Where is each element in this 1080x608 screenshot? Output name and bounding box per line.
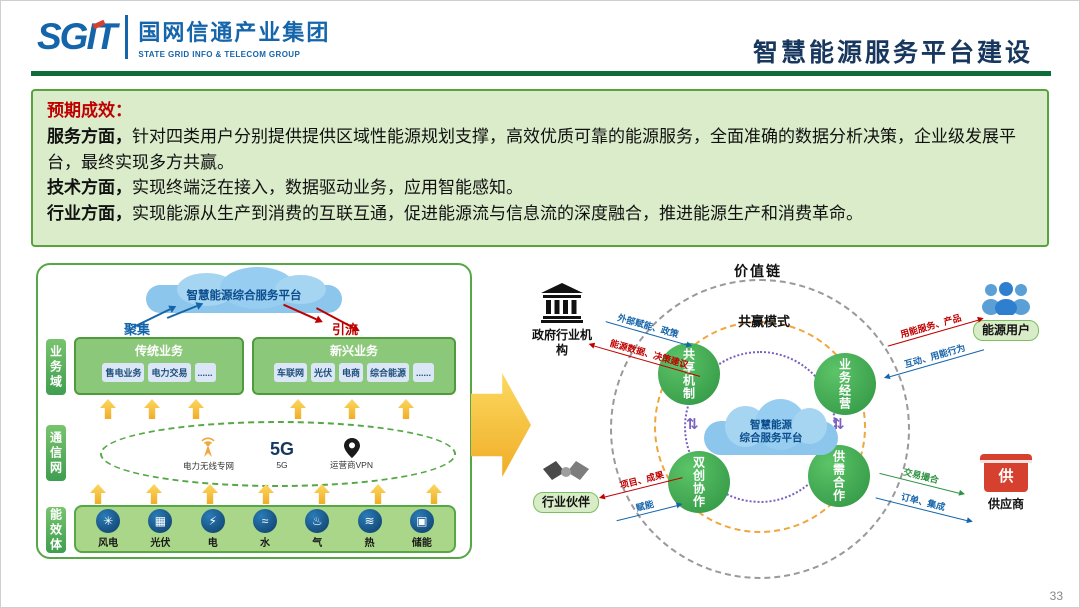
layer-tab-energy: 能效体 [46,507,66,553]
heat-icon: ≋ [357,509,382,533]
entity-supplier: 供 供应商 [958,453,1054,512]
page-number: 33 [1049,589,1063,603]
business-chip: 光伏 [310,363,335,382]
energy-item: ▦ 光伏 [148,509,173,549]
up-arrow-icon [290,399,306,419]
summary-heading: 预期成效： [47,101,132,120]
business-chip: ...... [194,363,216,382]
water-icon: ≈ [252,509,277,533]
solar-pv-icon: ▦ [148,509,173,533]
node-supply-demand-cooperation: 供需合作 [808,445,870,507]
emerging-business-title: 新兴业务 [329,344,378,358]
orange-flow-ring [654,321,866,533]
node-business-operation: 业务经营 [814,353,876,415]
entity-industry-partner: 行业伙伴 [518,457,614,513]
up-arrow-icon [146,484,162,504]
entity-energy-user: 能源用户 [958,281,1054,341]
up-arrow-icon [144,399,160,419]
location-pin-icon [343,437,360,458]
sgit-logo-icon: SGIT [37,16,117,57]
business-chip: 电商 [338,363,363,382]
business-chip: 电力交易 [148,363,191,382]
layer-tab-business: 业务域 [46,339,66,395]
business-chip: 车联网 [273,363,307,382]
electricity-icon: ⚡ [200,509,225,533]
summary-box: 预期成效： 服务方面，针对四类用户分别提供提供区域性能源规划支撑，高效优质可靠的… [31,89,1049,247]
center-cloud-label: 智慧能源 综合服务平台 [739,419,803,444]
users-icon [982,282,1030,315]
up-arrow-icon [202,484,218,504]
energy-item: ♨ 气 [305,509,330,549]
up-arrow-icon [314,484,330,504]
store-badge: 供 [998,467,1014,485]
store-icon: 供 [980,454,1032,492]
node-innovation-collaboration: 双创协作 [668,451,730,513]
up-arrow-icon [426,484,442,504]
up-arrow-icon [100,399,116,419]
center-platform-cloud: 智慧能源 综合服务平台 [704,399,838,457]
business-chip: 综合能源 [367,363,410,382]
win-win-label: 共赢模式 [738,314,791,329]
storage-icon: ▣ [409,509,434,533]
up-arrow-icon [188,399,204,419]
header-logo: SGIT 国网信通产业集团 STATE GRID INFO & TELECOM … [37,15,330,59]
energy-item: ≈ 水 [252,509,277,549]
layer-tab-network: 通信网 [46,425,66,481]
comm-item-5g: 5G 5G [270,439,294,470]
government-building-icon [541,283,583,323]
platform-cloud: 智慧能源综合服务平台 [146,267,342,315]
company-name-en: STATE GRID INFO & TELECOM GROUP [138,50,301,59]
wind-power-icon: ✳ [96,509,121,533]
comm-item-label: 运营商VPN [330,459,373,470]
business-chip: 售电业务 [102,363,145,382]
traditional-business-title: 传统业务 [134,344,183,358]
entity-label: 供应商 [987,497,1024,511]
up-arrow-icon [398,399,414,419]
entity-label: 能源用户 [972,320,1039,341]
page-title: 智慧能源服务平台建设 [752,39,1033,67]
business-chip: ...... [413,363,435,382]
entity-label: 行业伙伴 [532,492,599,513]
value-chain-diagram: 价值链 共赢模式 共享机制 业务经营 双创协作 供需合作 ⇅ ⇅ 智慧能源 综合… [506,259,1071,589]
double-arrow-icon: ⇅ [686,416,699,433]
comm-item-vpn: 运营商VPN [330,437,373,471]
up-arrow-icon [370,484,386,504]
company-name-cn: 国网信通产业集团 [138,20,331,45]
header-divider [31,71,1051,76]
emerging-business-box: 新兴业务 车联网 光伏 电商 综合能源 ...... [252,337,456,395]
outer-dashed-circle [610,279,910,579]
energy-item: ⚡ 电 [200,509,225,549]
energy-sources-box: ✳ 风电 ▦ 光伏 ⚡ 电 ≈ 水 ♨ 气 ≋ 热 [74,505,456,553]
emerging-business-items: 车联网 光伏 电商 综合能源 ...... [258,363,450,382]
summary-line: 服务方面，针对四类用户分别提供提供区域性能源规划支撑，高效优质可靠的能源服务，全… [47,126,1016,172]
comm-item-wireless: 电力无线专网 [182,436,234,472]
up-arrow-icon [90,484,106,504]
gas-icon: ♨ [305,509,330,533]
energy-item: ≋ 热 [357,509,382,549]
antenna-icon [201,436,216,457]
platform-architecture-diagram: 智慧能源综合服务平台 聚集 引流 业务域 通信网 能效体 传统业务 售电业务 电… [36,263,472,559]
energy-item: ▣ 储能 [409,509,434,549]
summary-line: 行业方面，实现能源从生产到消费的互联互通，促进能源流与信息流的深度融合，推进能源… [47,204,863,224]
platform-cloud-label: 智慧能源综合服务平台 [186,290,302,302]
entity-government: 政府行业机构 [514,283,610,358]
comm-item-label: 电力无线专网 [182,460,234,471]
energy-item: ✳ 风电 [96,509,121,549]
comm-item-label: 5G [276,459,288,470]
gather-label: 聚集 [124,322,151,337]
entity-label: 政府行业机构 [531,328,592,357]
up-arrow-icon [258,484,274,504]
summary-line: 技术方面，实现终端泛在接入，数据驱动业务，应用智能感知。 [47,178,523,198]
logo-divider [125,15,129,59]
5g-icon: 5G [270,438,295,459]
value-chain-label: 价值链 [734,263,782,279]
communication-network-ellipse: 电力无线专网 5G 5G 运营商VPN [100,421,456,487]
traditional-business-items: 售电业务 电力交易 ...... [80,363,238,382]
up-arrow-icon [344,399,360,419]
handshake-icon [543,461,589,480]
traditional-business-box: 传统业务 售电业务 电力交易 ...... [74,337,244,395]
company-block: 国网信通产业集团 STATE GRID INFO & TELECOM GROUP [138,15,330,59]
